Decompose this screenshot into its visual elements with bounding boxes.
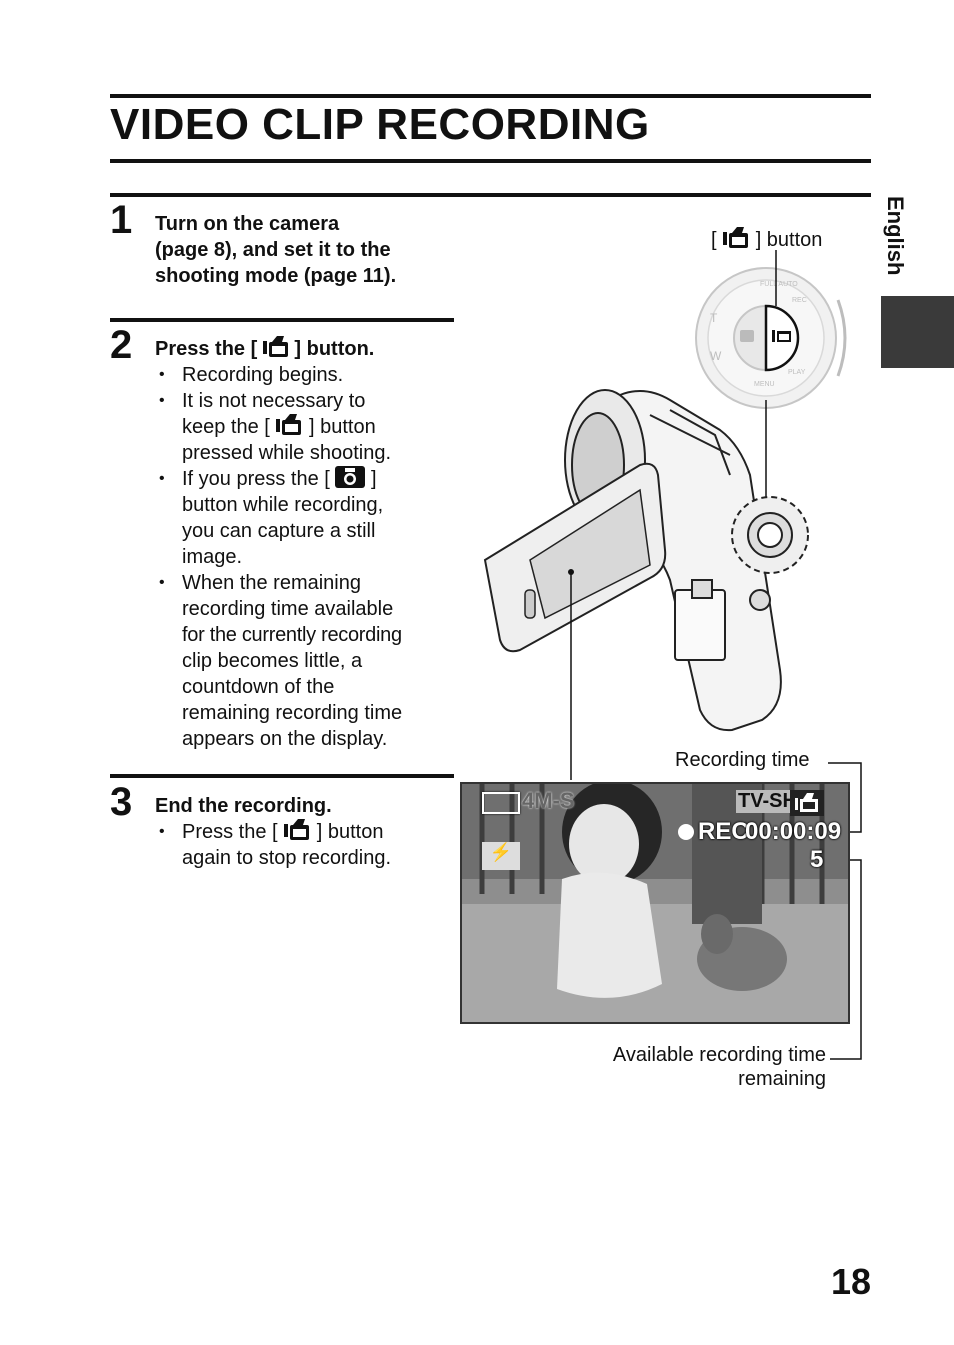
camera-illustration: FULL AUTO REC PLAY MENU T W xyxy=(483,250,847,780)
dial-label: FULL AUTO xyxy=(760,281,798,288)
step-2-title: Press the [ ] button. xyxy=(155,336,375,360)
video-button-icon xyxy=(262,336,288,357)
step-2-rule xyxy=(110,318,454,322)
camera-button-icon xyxy=(335,466,366,488)
step-3-rule xyxy=(110,774,454,778)
step-2-number: 2 xyxy=(110,323,133,367)
title-rule-bottom xyxy=(110,159,871,163)
osd-resolution: 4M-S xyxy=(522,788,575,813)
callout-video-button: [ ] button xyxy=(711,227,823,251)
dial-label: REC xyxy=(792,297,807,304)
title-rule-top xyxy=(110,94,871,98)
flash-off-icon: ⚡ xyxy=(482,842,520,870)
step-3-title: End the recording. xyxy=(155,795,332,817)
dial-label: PLAY xyxy=(788,369,806,376)
lcd-panel xyxy=(483,462,667,653)
bullet-item: If you press the [ ] button while record… xyxy=(155,466,455,570)
video-button-icon xyxy=(276,414,302,435)
osd-recording-time: 00:00:09 xyxy=(745,818,842,845)
section-rule xyxy=(110,193,871,197)
page-title: VIDEO CLIP RECORDING xyxy=(110,100,650,149)
dial-label: MENU xyxy=(754,381,775,388)
bullet-item: When the remaining recording time availa… xyxy=(155,570,455,752)
bullet-item: Recording begins. xyxy=(155,362,455,388)
battery-icon xyxy=(482,792,520,814)
video-button-icon xyxy=(723,227,749,248)
video-button-icon xyxy=(284,819,310,840)
rec-indicator-icon xyxy=(678,824,694,840)
callout-available-time: Available recording time remaining xyxy=(612,1044,826,1090)
step-3-bullets: Press the [ ] button again to stop recor… xyxy=(155,819,455,871)
osd-rec-label: REC xyxy=(698,818,749,845)
osd-video-mode-icon xyxy=(790,790,824,816)
page-number: 18 xyxy=(830,1261,871,1302)
bullet-item: It is not necessary to keep the [ ] butt… xyxy=(155,388,455,466)
bullet-item: Press the [ ] button again to stop recor… xyxy=(155,819,455,871)
step-3-number: 3 xyxy=(110,780,133,824)
step-1-title: Turn on the camera (page 8), and set it … xyxy=(155,213,397,287)
osd-countdown: 5 xyxy=(810,846,824,873)
section-tab-marker xyxy=(881,296,954,368)
dial-label: W xyxy=(710,349,722,363)
step-2-bullets: Recording begins. It is not necessary to… xyxy=(155,362,455,752)
step-1-number: 1 xyxy=(110,198,133,242)
display-screenshot: 4M-S ⚡ TV-SHQ REC 00:00:09 5 xyxy=(460,782,850,1024)
language-tab: English xyxy=(883,196,908,276)
callout-recording-time: Recording time xyxy=(675,749,810,771)
dial-label: T xyxy=(710,311,718,325)
